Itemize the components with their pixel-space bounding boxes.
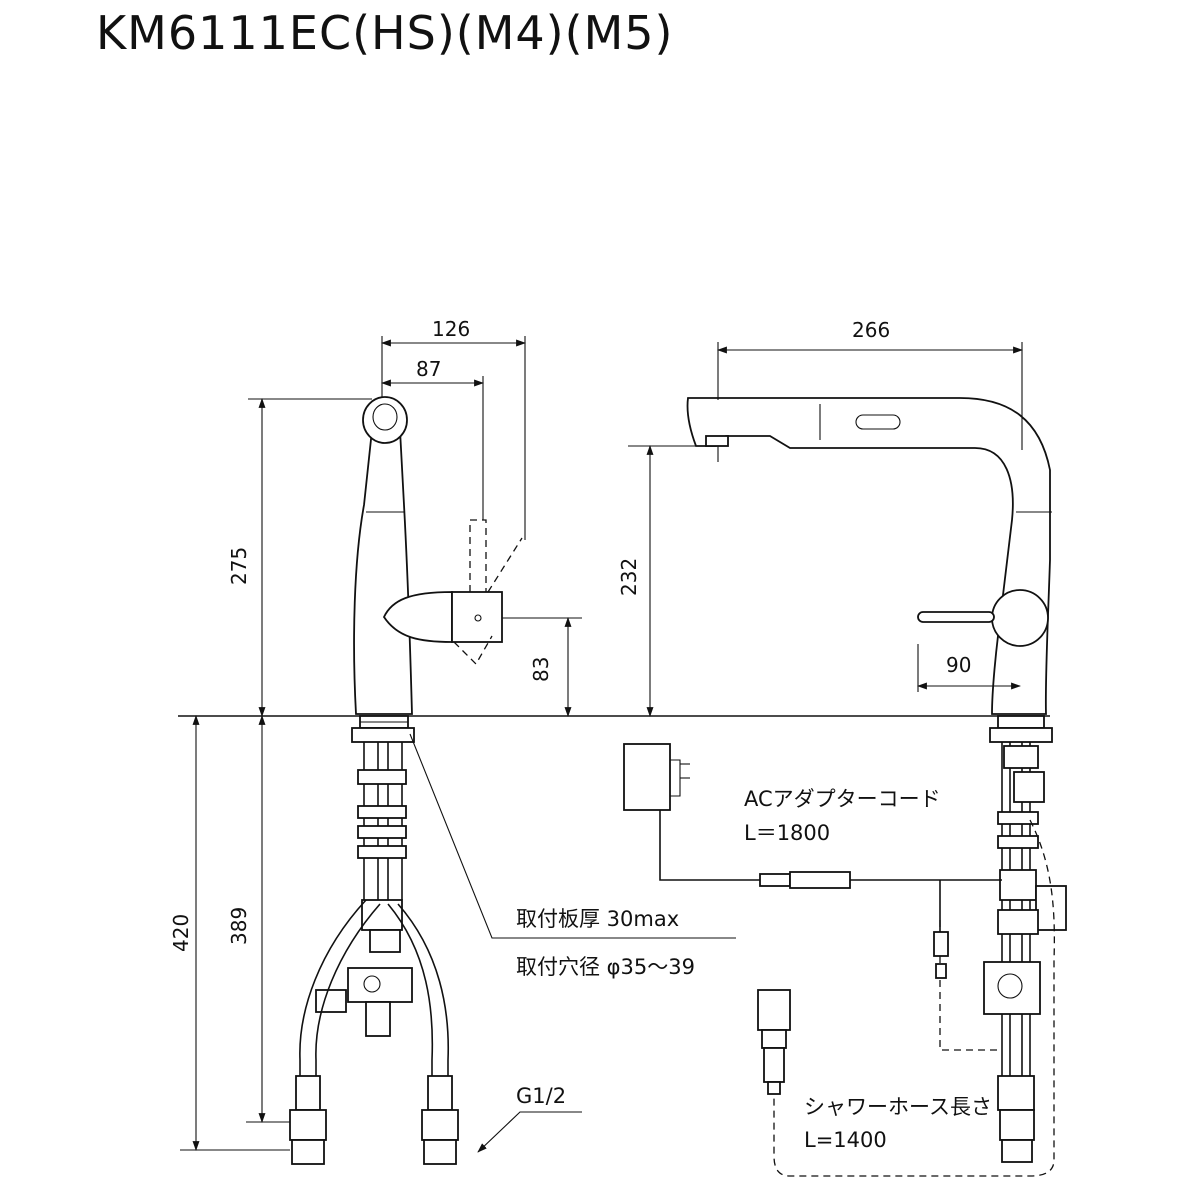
note-ac-cord-length: L＝1800	[744, 821, 830, 845]
front-spout-head	[362, 396, 408, 444]
dim-275: 275	[227, 547, 251, 585]
dim-232: 232	[617, 558, 641, 596]
front-lever-alt-tilt	[453, 537, 523, 666]
side-supply-assembly	[773, 742, 1067, 1177]
front-supply-assembly	[289, 742, 459, 1165]
dim-83: 83	[529, 657, 553, 682]
dim-420: 420	[169, 914, 193, 952]
side-view: 266 232 90 ACアダプターコード L＝1800 シャワーホース長さ L…	[617, 318, 1067, 1177]
side-spray-button	[855, 414, 901, 430]
side-lever-handle	[917, 611, 995, 623]
dim-87: 87	[416, 357, 441, 381]
front-lever-alt-up	[469, 519, 487, 592]
side-lever-knob	[991, 589, 1049, 647]
note-mount-thickness: 取付板厚 30max	[516, 907, 679, 931]
front-faucet-body	[353, 429, 413, 715]
dim-266: 266	[852, 318, 890, 342]
product-title: KM6111EC(HS)(M4)(M5)	[96, 6, 674, 60]
shower-hose-end	[757, 989, 791, 1095]
note-ac-cord-title: ACアダプターコード	[744, 787, 941, 811]
ac-adapter	[623, 743, 1002, 979]
note-thread: G1/2	[516, 1084, 566, 1108]
dim-90: 90	[946, 653, 971, 677]
front-view: 126 87 275 83 420 389 取付板厚 30max 取付穴径 φ3…	[169, 317, 736, 1165]
note-mount-hole: 取付穴径 φ35～39	[516, 955, 695, 979]
note-hose-length: L=1400	[804, 1128, 887, 1152]
front-lever-cap	[451, 591, 503, 643]
dim-389: 389	[227, 907, 251, 945]
dim-126: 126	[432, 317, 470, 341]
side-faucet-body	[686, 397, 1051, 715]
note-hose-title: シャワーホース長さ	[804, 1095, 992, 1119]
